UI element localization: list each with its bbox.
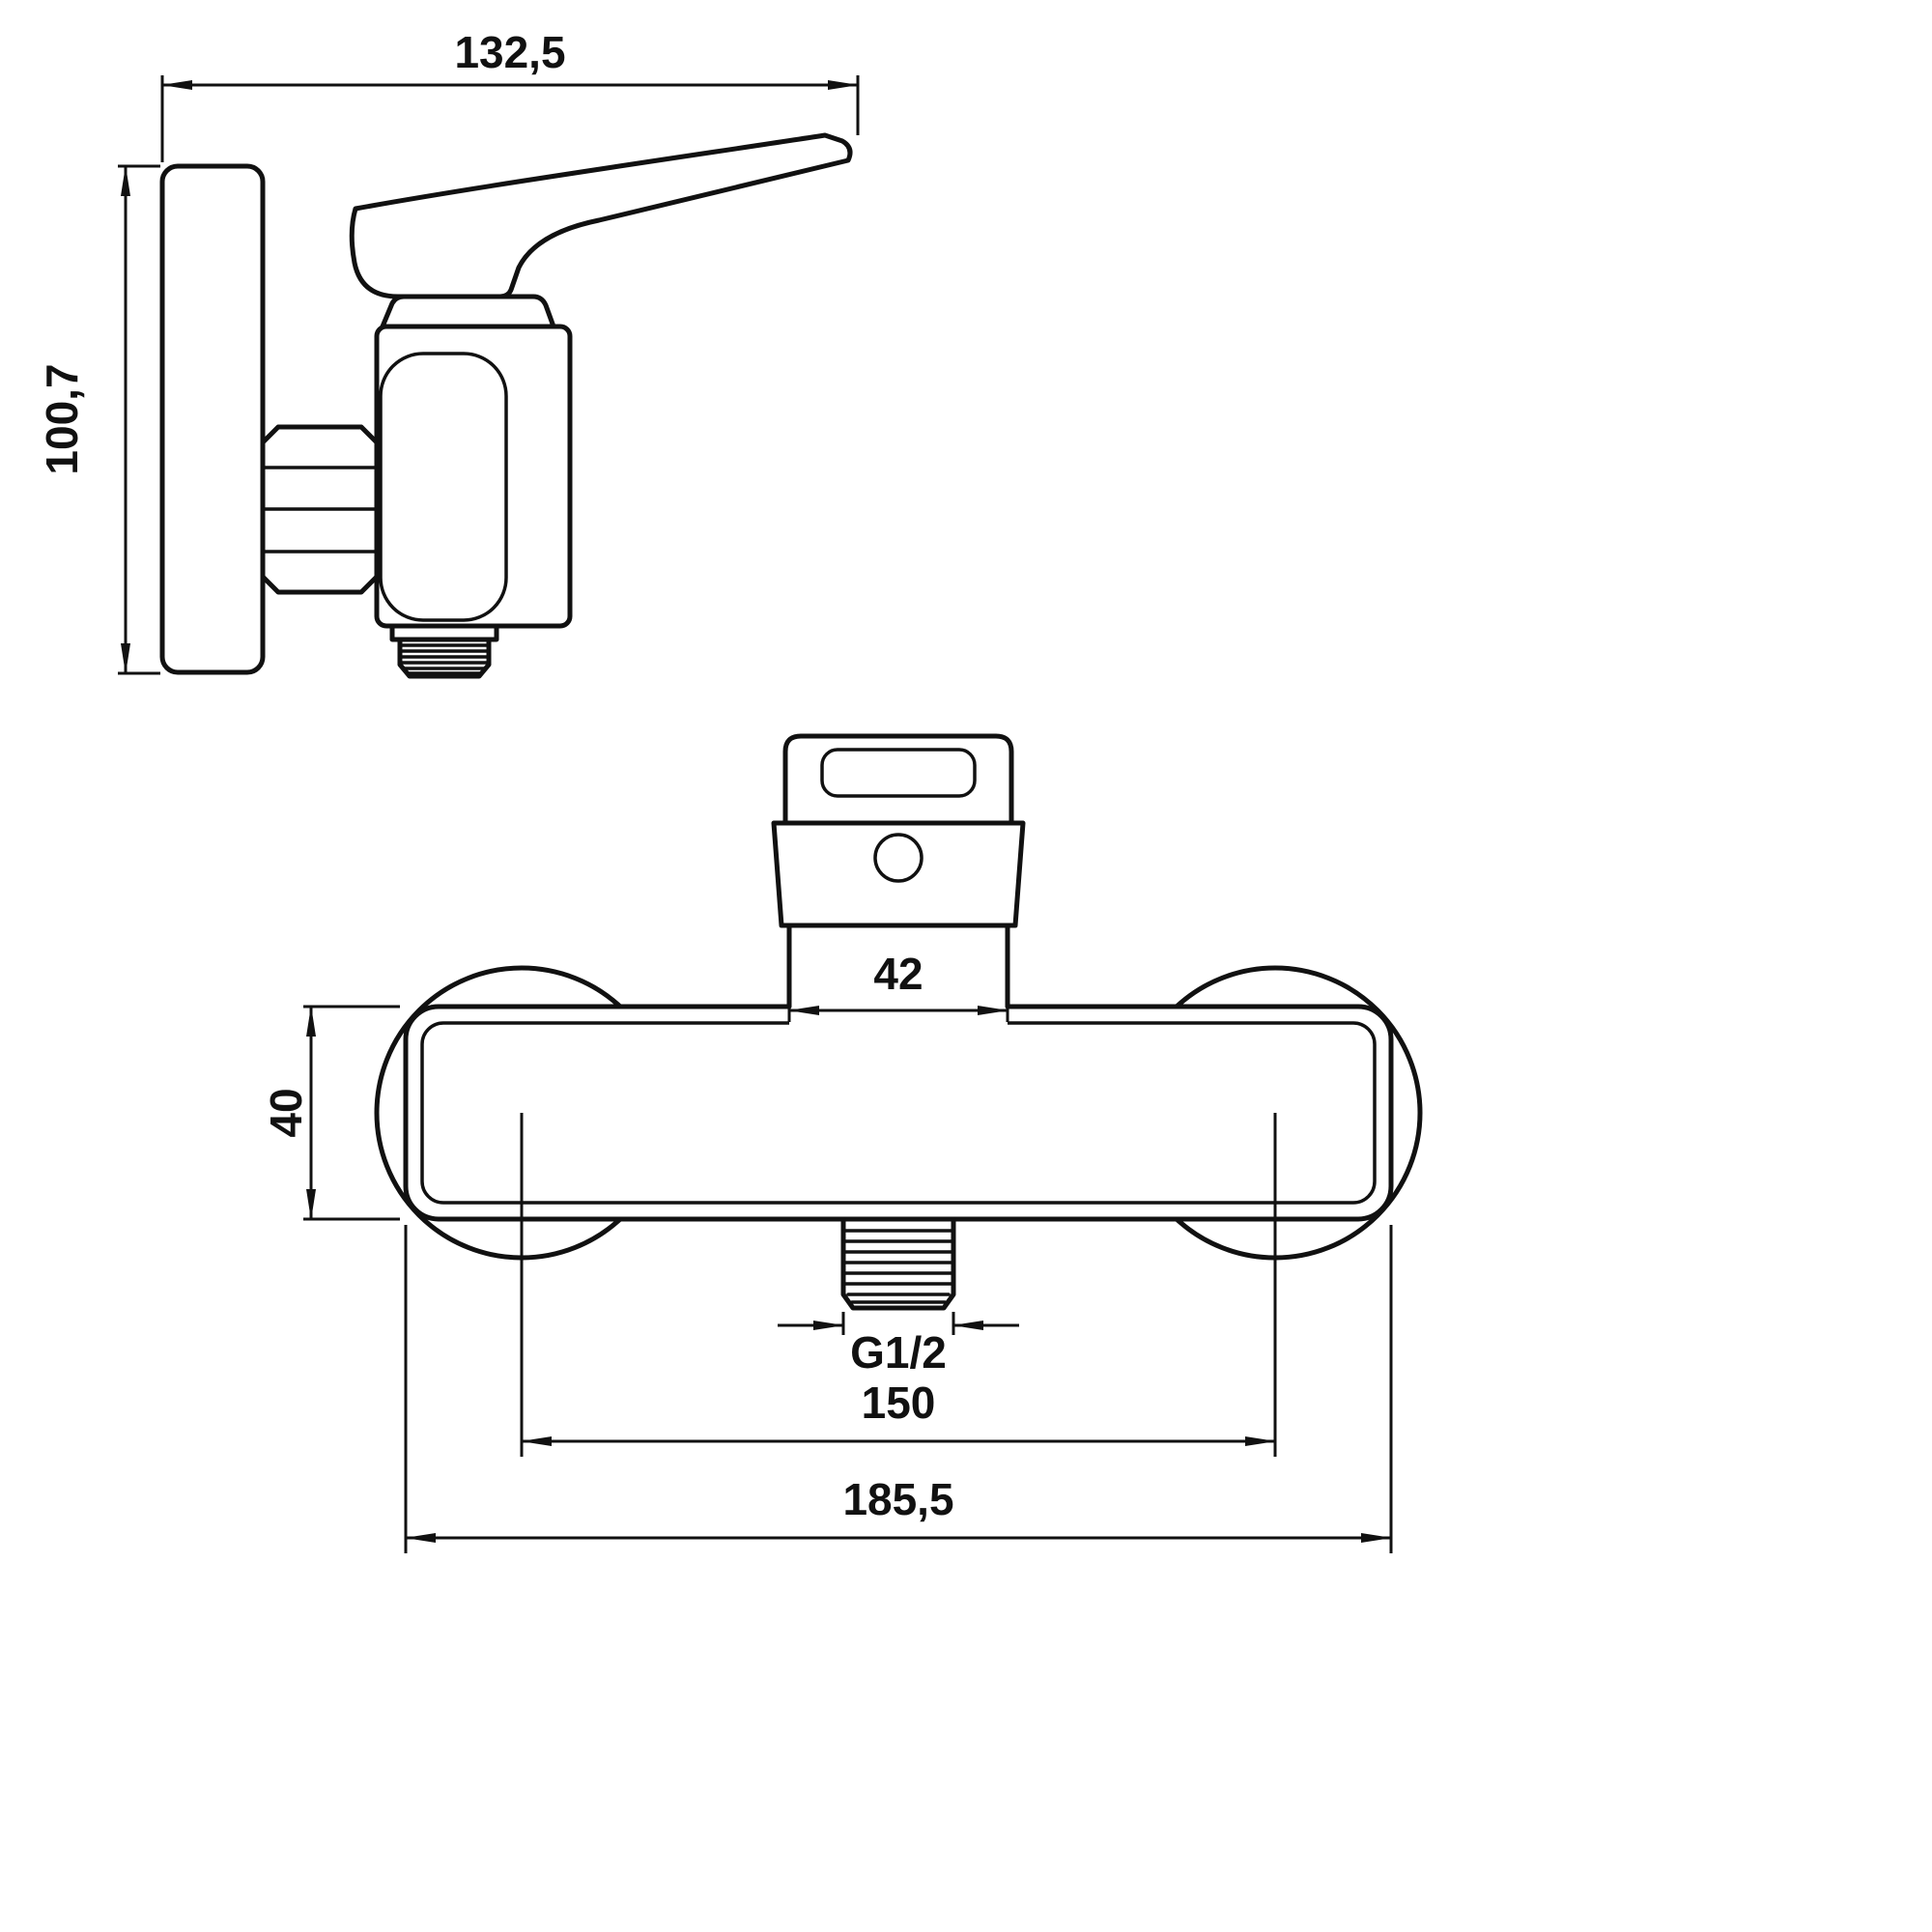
dim-body-height-label: 40 (261, 1088, 311, 1137)
dim-overall-width-label: 185,5 (842, 1474, 953, 1524)
outlet-thread-side (389, 623, 499, 679)
front-view: 42 40 G1/2 150 185,5 (261, 733, 1423, 1553)
flange-side (379, 352, 508, 622)
dimension-column-width: 42 (787, 949, 1009, 1022)
hex-nut-side (260, 424, 380, 595)
dim-height-label: 100,7 (37, 363, 87, 474)
dim-centers-label: 150 (862, 1378, 936, 1428)
faucet-body-front (403, 1004, 1394, 1222)
lever-handle-side (349, 132, 853, 299)
dim-thread-label: G1/2 (850, 1327, 947, 1378)
dimension-depth: 132,5 (160, 27, 860, 162)
handle-base-block (771, 820, 1026, 928)
faucet-body-side (374, 324, 573, 629)
dimension-height: 100,7 (37, 164, 160, 675)
dimension-overall-width: 185,5 (404, 1225, 1393, 1553)
dimension-centers: 150 (520, 1113, 1277, 1457)
cartridge-cover-side (380, 294, 556, 329)
dimension-thread: G1/2 (778, 1312, 1019, 1378)
cartridge-column (786, 923, 1010, 1009)
set-screw-hole (873, 833, 923, 883)
outlet-thread-front (840, 1216, 956, 1311)
handle-cap-front (782, 733, 1014, 827)
dim-column-width-label: 42 (873, 949, 923, 999)
dimension-body-height: 40 (261, 1005, 400, 1221)
wall-plate-side (159, 163, 266, 675)
side-view: 132,5 100,7 (37, 27, 860, 679)
handle-cap-slot (820, 748, 977, 798)
dim-depth-label: 132,5 (454, 27, 565, 77)
